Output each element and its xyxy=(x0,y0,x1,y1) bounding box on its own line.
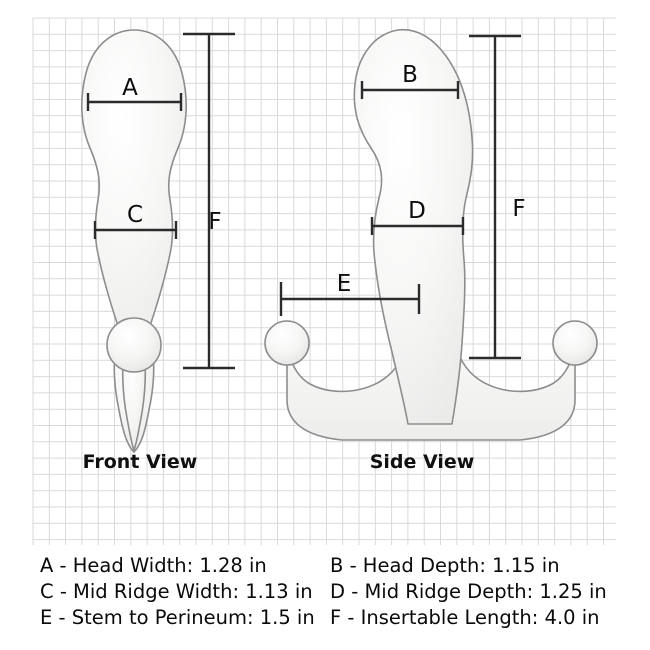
side-view-shape xyxy=(264,28,598,441)
legend-block: A - Head Width: 1.28 in B - Head Depth: 1… xyxy=(40,554,607,629)
view-labels: Front View Side View xyxy=(83,451,475,473)
legend-entry-left: E - Stem to Perineum: 1.5 in xyxy=(40,606,315,629)
legend-entry-right: D - Mid Ridge Depth: 1.25 in xyxy=(330,580,607,603)
dimension-f_front: F xyxy=(183,32,235,370)
view-label-front: Front View xyxy=(83,451,198,473)
legend-entry-left: A - Head Width: 1.28 in xyxy=(40,554,267,577)
legend-entry-right: F - Insertable Length: 4.0 in xyxy=(330,606,600,629)
dimension-letter: F xyxy=(512,196,525,222)
dimension-b: B xyxy=(360,62,460,99)
dimension-letter: D xyxy=(408,198,426,224)
dimension-letter: C xyxy=(127,202,143,228)
dimension-letter: E xyxy=(337,271,352,297)
legend-entry-right: B - Head Depth: 1.15 in xyxy=(330,554,560,577)
dimension-letter: F xyxy=(208,209,221,235)
legend-entry-left: C - Mid Ridge Width: 1.13 in xyxy=(40,580,313,603)
dimension-c: C xyxy=(93,202,178,239)
dimension-annotations: A C F B D E F xyxy=(86,32,526,370)
dimension-letter: A xyxy=(122,75,138,101)
dimension-f_side: F xyxy=(469,34,526,360)
view-label-side: Side View xyxy=(370,451,475,473)
dimension-letter: B xyxy=(402,62,418,88)
dimension-a: A xyxy=(86,75,183,111)
dimension-d: D xyxy=(370,198,465,235)
front-view-shape xyxy=(81,29,187,453)
dimension-e: E xyxy=(279,271,421,316)
